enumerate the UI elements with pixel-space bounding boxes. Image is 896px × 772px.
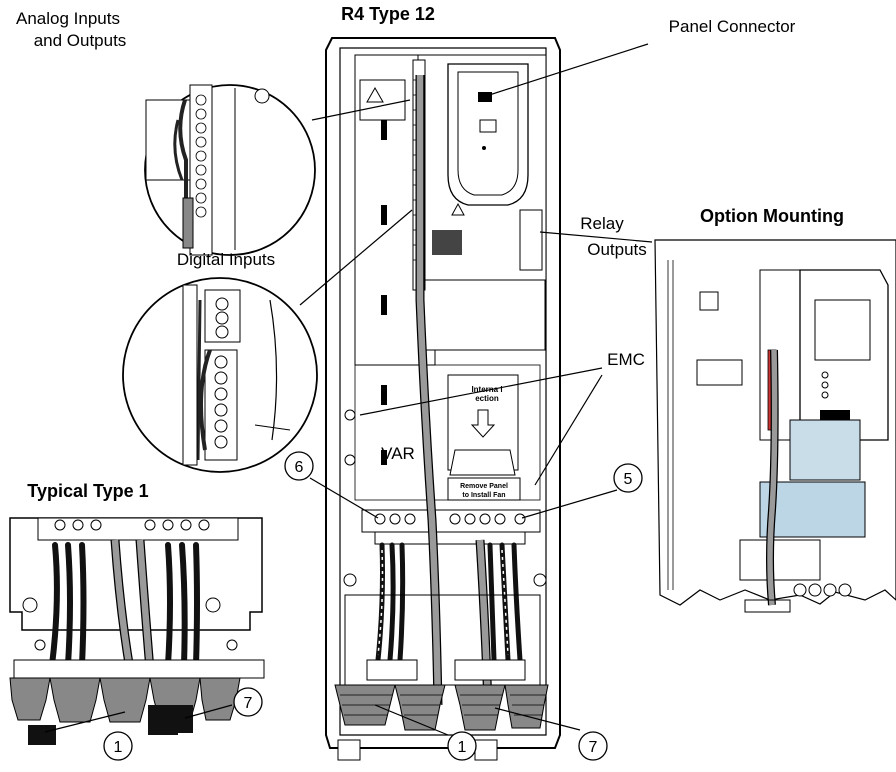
digital-zoom-circle <box>122 277 318 473</box>
panel-text-2: to Install Fan <box>462 492 505 499</box>
leader-lines <box>44 43 653 736</box>
callout-7-r4: 7 <box>578 731 608 761</box>
digital-inputs-label: Digital Inputs <box>177 250 275 269</box>
callout-1-r4: 1 <box>447 731 477 761</box>
relay-label-line1: Relay <box>580 214 624 233</box>
callout-6: 6 <box>284 451 314 481</box>
typical-type1-title: Typical Type 1 <box>27 481 148 501</box>
r4-drive: Remove Panel to Install Fan Interna l ec… <box>325 37 561 761</box>
analog-label-line2: and Outputs <box>34 31 127 50</box>
relay-label-line2: Outputs <box>587 240 647 259</box>
callout-7-type1: 7 <box>233 687 263 717</box>
var-label: VAR <box>381 444 415 463</box>
callout-5: 5 <box>613 463 643 493</box>
option-mounting-drive <box>654 239 896 613</box>
analog-label-line1: Analog Inputs <box>16 9 120 28</box>
panel-connector-label: Panel Connector <box>669 17 796 36</box>
svg-text:1: 1 <box>458 739 467 756</box>
svg-text:6: 6 <box>295 459 304 476</box>
svg-text:1: 1 <box>114 739 123 756</box>
svg-text:7: 7 <box>244 695 253 712</box>
panel-text-1: Remove Panel <box>460 483 508 490</box>
svg-text:5: 5 <box>624 471 633 488</box>
analog-zoom-circle <box>144 84 316 256</box>
type1-drive <box>9 517 265 745</box>
svg-text:7: 7 <box>589 739 598 756</box>
emc-label: EMC <box>607 350 645 369</box>
option-mounting-title: Option Mounting <box>700 206 844 226</box>
r4-title: R4 Type 12 <box>341 4 435 24</box>
intern-text: Interna l <box>471 385 502 394</box>
callout-1-type1: 1 <box>103 731 133 761</box>
connection-text: ection <box>475 394 499 403</box>
